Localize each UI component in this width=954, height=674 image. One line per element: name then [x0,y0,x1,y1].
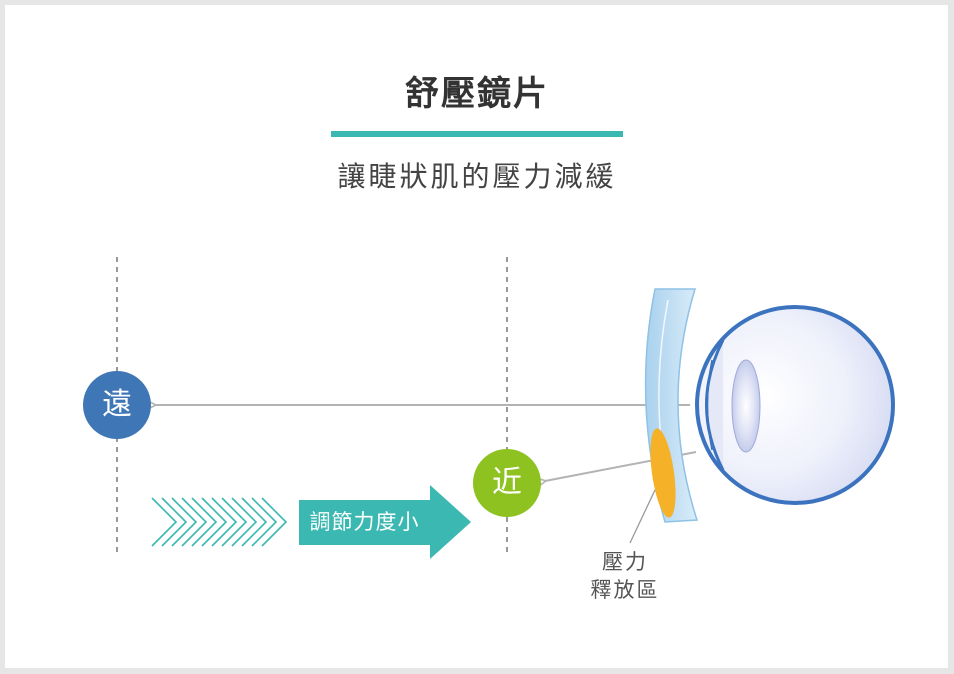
adjustment-arrow-text: 調節力度小 [309,510,420,534]
eyeball [695,305,895,505]
pressure-zone [650,428,676,518]
eye-iris [731,359,761,453]
page-subtitle: 讓睫狀肌的壓力減緩 [337,160,617,193]
adjustment-arrow [299,485,471,559]
title-underline [331,131,623,137]
chevron-arrows [151,497,288,547]
near-label: 近 [492,465,522,500]
far-label: 遠 [102,387,132,422]
pressure-label-line2: 釋放區 [590,578,660,602]
pressure-pointer-line [629,489,656,544]
cornea-bulge [705,339,725,471]
far-circle [83,371,151,439]
near-circle [473,449,541,517]
page-title: 舒壓鏡片 [405,74,549,114]
pressure-label-line1: 壓力 [602,550,648,574]
